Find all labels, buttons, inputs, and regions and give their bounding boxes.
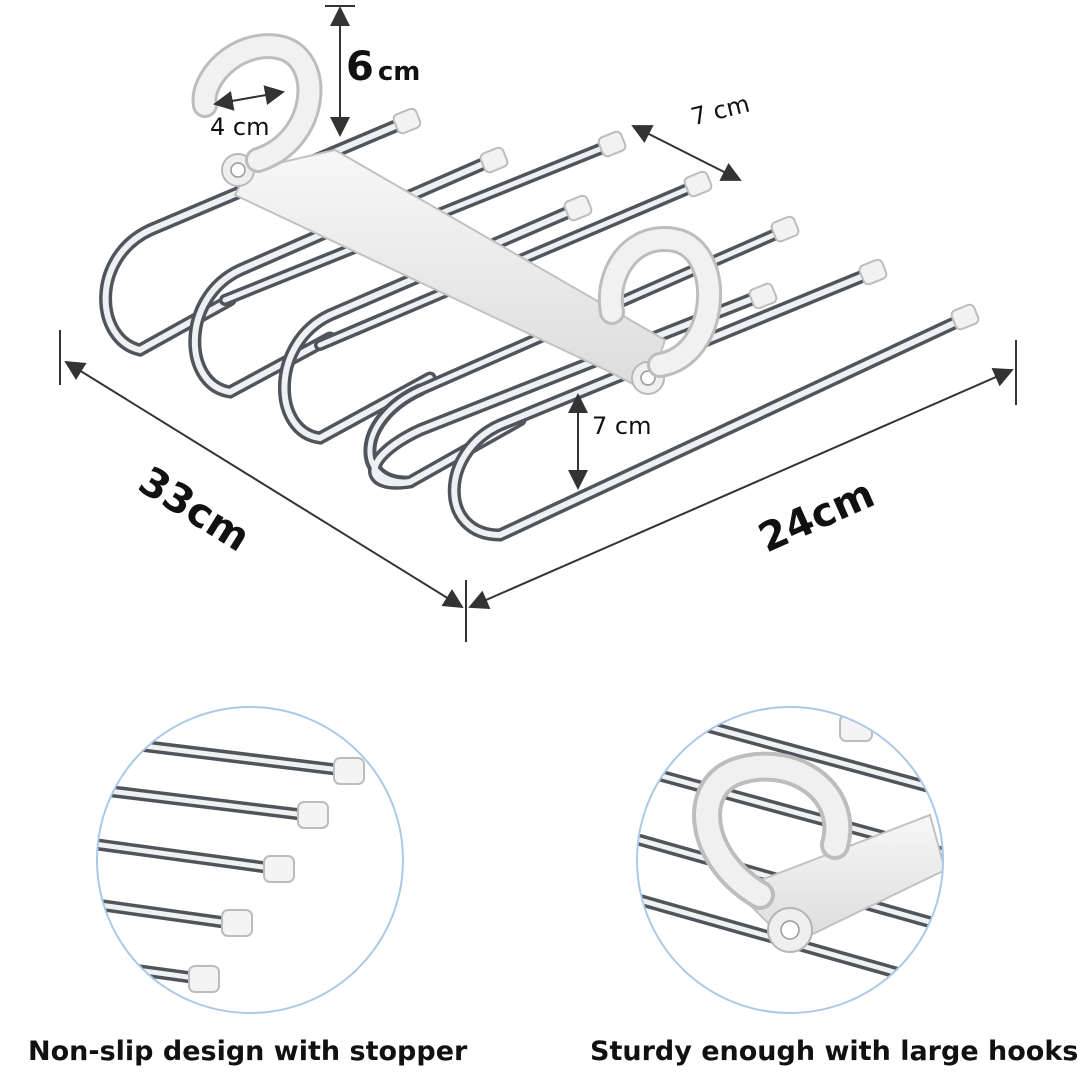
rod-stoppers bbox=[392, 107, 980, 331]
hook-right bbox=[597, 226, 723, 378]
detail-hook-view bbox=[636, 706, 944, 1014]
dimension-lines bbox=[59, 5, 1017, 642]
dim-hook-drop: 7 cm bbox=[592, 412, 652, 440]
detail-stopper-view bbox=[96, 706, 404, 1014]
caption-hooks: Sturdy enough with large hooks bbox=[590, 1036, 1079, 1067]
caption-stopper: Non-slip design with stopper bbox=[28, 1036, 468, 1067]
dim-hook-width: 4 cm bbox=[210, 113, 270, 141]
hook-left bbox=[191, 33, 323, 173]
rod-1 bbox=[99, 115, 412, 357]
